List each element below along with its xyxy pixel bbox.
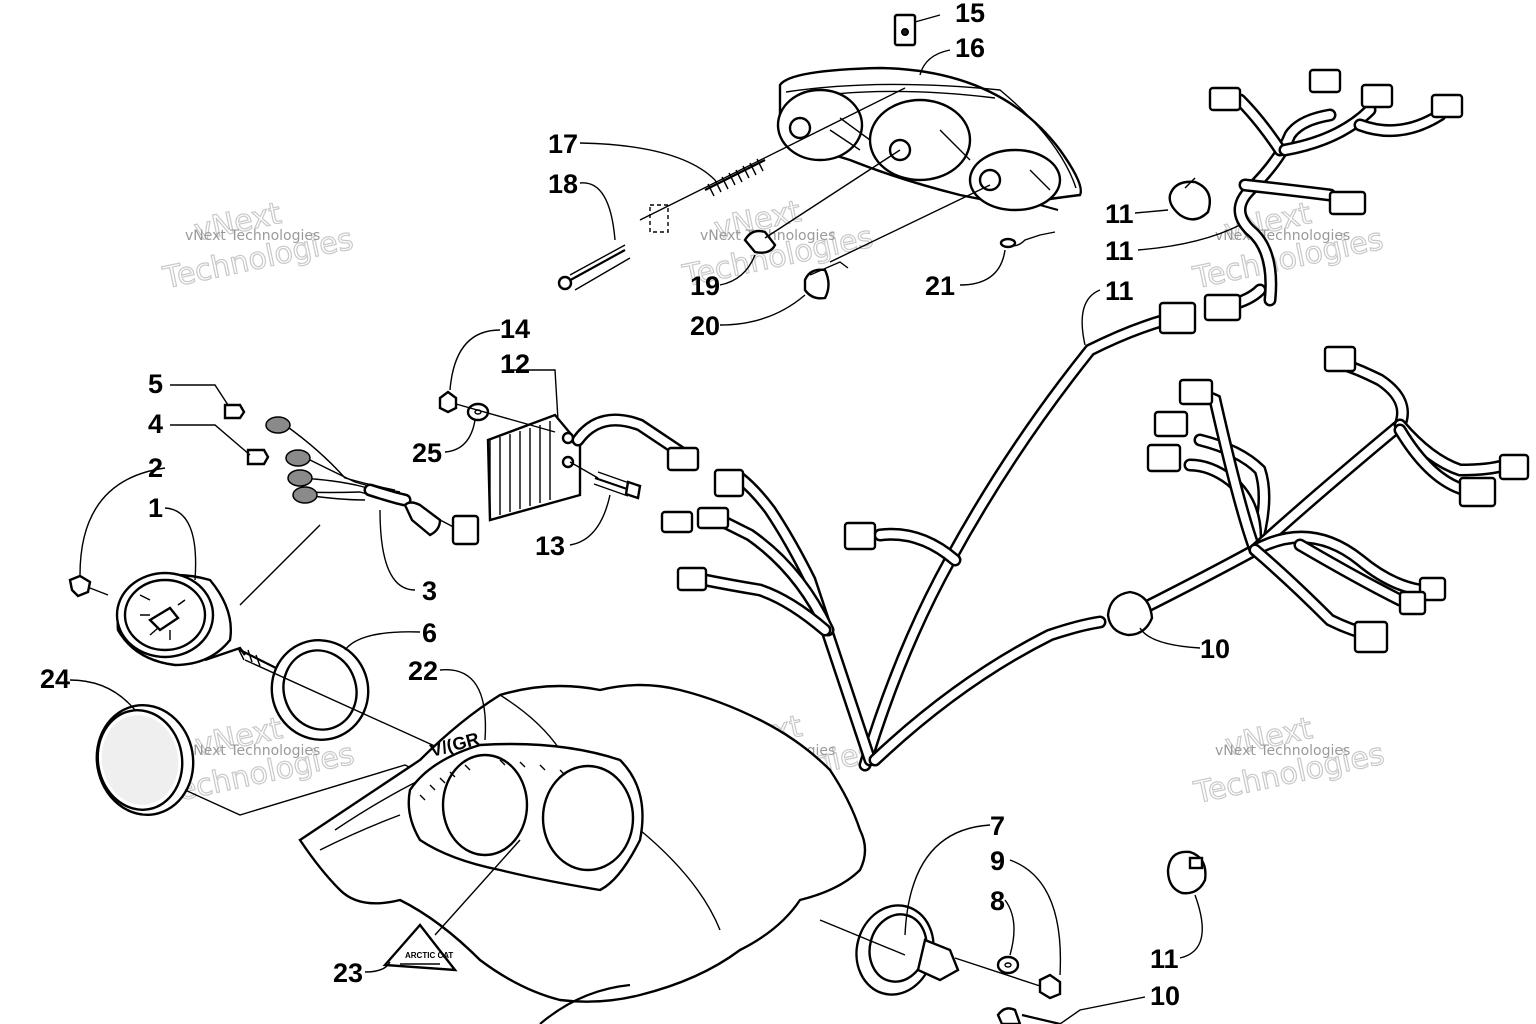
speedometer [115,571,301,681]
callout-12: 11 [1105,236,1134,266]
callout-21: 19 [690,271,720,301]
callout-11-middle: 10 [1200,634,1230,664]
callout-4: 4 [148,409,163,439]
callout-11-lower: 11 [1150,944,1179,974]
cable-tie-lower [1166,850,1207,895]
callout-19: 17 [548,129,578,159]
lower-right-harness [1113,345,1530,654]
callout-labels: 15 16 17 18 19 20 21 11 11 11 14 12 25 1… [40,0,1230,1011]
regulator-nut [438,390,458,414]
hairpin-clip [999,203,1059,249]
callout-11-upper: 11 [1105,199,1134,229]
callout-16: 14 [500,314,530,344]
callout-23: 21 [925,271,955,301]
callout-7: 7 [990,811,1005,841]
watermark-caption: vNext Technologies [185,743,320,759]
voltage-regulator [486,413,700,522]
callout-1: 1 [148,493,163,523]
callout-22: 20 [690,311,720,341]
regulator-bolt [593,471,642,500]
callout-6: 6 [422,618,437,648]
watermark-caption: vNext Technologies [1215,228,1350,244]
main-harness [660,301,1197,772]
callout-8: 8 [990,886,1005,916]
callout-18: 16 [955,33,985,63]
dash-console: V/(GR [298,683,867,1024]
switch-nut [1038,973,1062,1000]
callout-3: 3 [422,576,437,606]
watermark-caption: vNext Technologies [185,228,320,244]
gauge-screw [68,574,109,598]
upper-harness [1203,68,1464,322]
callout-2: 2 [148,453,163,483]
decal-brand: ARCTIC CAT [405,951,453,960]
callout-14: 12 [500,349,530,379]
callout-26: 24 [40,664,70,694]
gauge-harness [223,403,480,546]
switch-housing [855,904,960,996]
callout-9: 9 [990,846,1005,876]
decal: ARCTIC CAT [382,923,458,972]
bezel-ring [270,639,370,741]
callout-15: 13 [535,531,565,561]
callout-10: 10 [1150,981,1180,1011]
callout-13: 11 [1105,276,1134,306]
callout-27: 25 [412,438,442,468]
cable-tie-upper [1168,177,1212,221]
cable-tie-middle [1106,590,1154,637]
headlight-assembly [776,13,1082,212]
regulator-washer [466,402,490,422]
leader-lines [69,14,1241,1024]
callout-25: 23 [333,958,363,988]
adjuster-bolt [557,204,669,291]
gauge-cover [95,703,195,817]
watermark-caption: vNext Technologies [1215,743,1350,759]
callout-17: 15 [955,0,985,28]
switch-washer [996,955,1020,975]
callout-20: 18 [548,169,578,199]
adjuster-spring [704,158,766,197]
callout-24: 22 [408,656,438,686]
callout-5: 5 [148,369,163,399]
speedo-cable [996,1007,1061,1024]
bulb-socket [803,261,849,300]
